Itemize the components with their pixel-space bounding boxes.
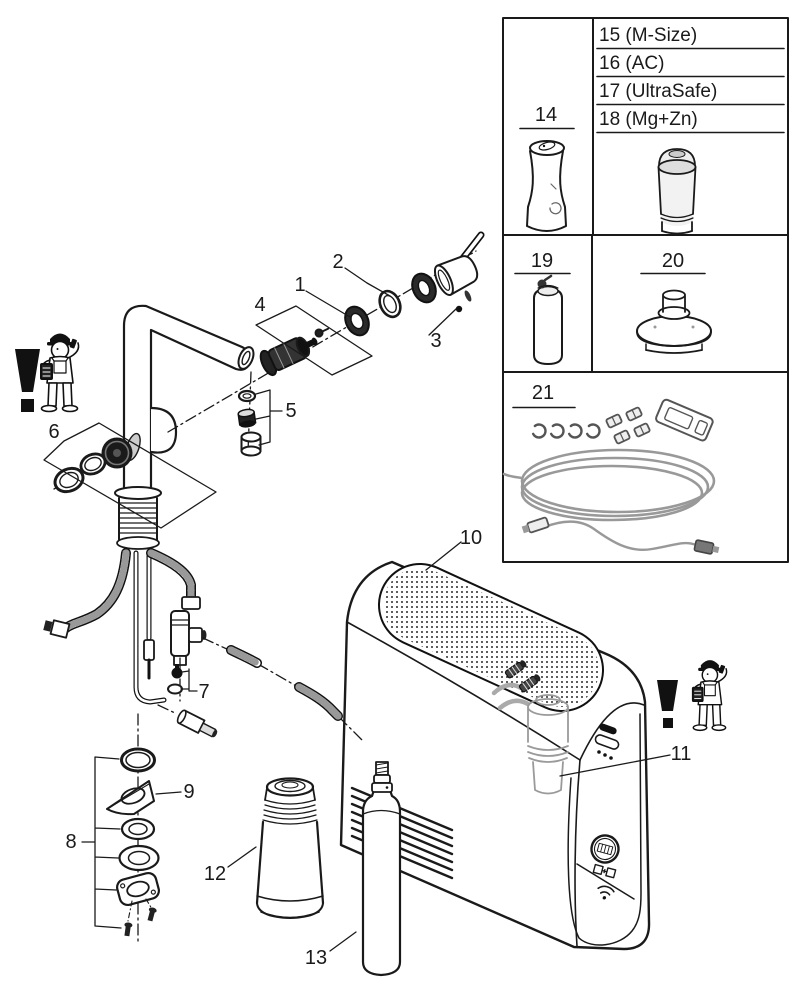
cooler-front-panel xyxy=(567,713,642,946)
filtered-water-tube xyxy=(133,550,167,705)
valve-housing xyxy=(149,406,178,454)
hose-connectors xyxy=(605,406,651,445)
mounting-kit xyxy=(106,713,160,945)
callout-14: 14 xyxy=(534,104,558,126)
handle-screw xyxy=(314,327,330,338)
callout-3: 3 xyxy=(430,330,442,352)
callout-5: 5 xyxy=(285,400,297,422)
parts-table-row-17: 17 (UltraSafe) xyxy=(599,81,718,102)
washer-large xyxy=(118,844,160,872)
braided-hose-left xyxy=(43,548,131,639)
cooler-supply-hose xyxy=(202,637,363,741)
braided-hose-right xyxy=(146,548,196,601)
handle-exploded-parts xyxy=(167,231,485,433)
escutcheon-ring-1 xyxy=(344,305,370,337)
callout-20: 20 xyxy=(661,250,685,272)
cooler-inlet-connectors xyxy=(504,660,541,693)
tailpiece-fitting xyxy=(157,704,218,738)
filter-adapter-20 xyxy=(636,289,712,354)
base-o-ring xyxy=(120,747,156,773)
warning-exclamation-icon xyxy=(657,680,678,728)
filter-cartridge-15-18 xyxy=(657,148,697,235)
callout-11: 11 xyxy=(670,743,692,765)
installation-kit-21 xyxy=(502,398,720,555)
co2-bottle-19 xyxy=(533,274,563,365)
callout-4: 4 xyxy=(254,294,266,316)
mounting-screw xyxy=(124,922,133,937)
callout-8: 8 xyxy=(65,831,77,853)
callout-10: 10 xyxy=(459,527,483,549)
installer-phone-icon xyxy=(40,332,80,413)
mounting-holder xyxy=(655,398,714,442)
callout-19: 19 xyxy=(530,250,554,272)
o-ring-seal-2 xyxy=(378,289,402,319)
cartridge-4 xyxy=(259,336,318,377)
cleaning-cartridge-14 xyxy=(526,140,567,232)
callout-12: 12 xyxy=(203,863,227,885)
button-pill xyxy=(594,734,620,750)
spout-outlet xyxy=(237,346,255,370)
installer-phone-icon xyxy=(691,659,728,732)
side-knob-parts-6 xyxy=(53,432,141,494)
lever-handle-3 xyxy=(433,231,485,313)
callout-1: 1 xyxy=(294,274,306,296)
filter-cartridge-12 xyxy=(255,777,325,920)
aerator-parts-5 xyxy=(237,371,262,457)
filter-head-11 xyxy=(491,682,569,795)
installer-warning-right xyxy=(657,659,728,732)
co2-cylinder-13 xyxy=(361,761,402,977)
t-valve xyxy=(170,596,207,666)
retaining-clips xyxy=(531,423,601,439)
installer-warning-left xyxy=(15,332,80,413)
display-slot xyxy=(599,723,617,735)
hose-assembly xyxy=(43,548,363,741)
mounting-screw xyxy=(147,907,157,922)
spare-parts-boxes xyxy=(502,17,789,563)
callout-21: 21 xyxy=(531,382,555,404)
status-leds xyxy=(597,750,613,760)
callout-9: 9 xyxy=(183,781,195,803)
callout-7: 7 xyxy=(198,681,210,703)
wedge-escutcheon-9 xyxy=(106,780,155,816)
cooler-unit xyxy=(339,560,651,951)
mounting-flange xyxy=(116,871,160,907)
connection-cable xyxy=(521,516,720,555)
faucet-bellows xyxy=(114,486,162,550)
parts-table-row-18: 18 (Mg+Zn) xyxy=(599,109,698,130)
parts-table-row-15: 15 (M-Size) xyxy=(599,25,698,46)
coiled-hose xyxy=(502,448,716,522)
washer-small xyxy=(120,817,156,841)
water-modes-icon xyxy=(592,863,617,879)
warning-exclamation-icon xyxy=(15,349,40,412)
wifi-icon xyxy=(597,885,615,900)
cooler-top-grille xyxy=(378,563,604,712)
short-tube-fitting xyxy=(143,550,155,680)
callout-lines xyxy=(43,267,671,952)
callout-2: 2 xyxy=(332,251,344,273)
plug-and-oring-7 xyxy=(167,657,183,702)
brand-logo-icon xyxy=(590,834,620,864)
callout-13: 13 xyxy=(304,947,328,969)
callout-6: 6 xyxy=(48,421,60,443)
parts-table-row-16: 16 (AC) xyxy=(599,53,665,74)
faucet-assembly xyxy=(114,304,255,550)
